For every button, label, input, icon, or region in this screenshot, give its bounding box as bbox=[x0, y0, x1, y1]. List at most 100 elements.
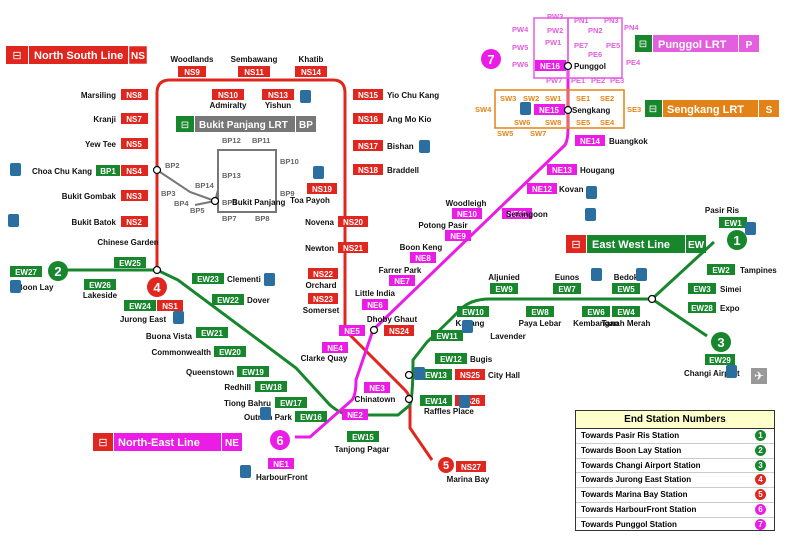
svg-text:SE5: SE5 bbox=[576, 118, 590, 127]
terminal-2: 2 bbox=[48, 261, 68, 281]
svg-text:Hougang: Hougang bbox=[580, 166, 615, 175]
bus-icon bbox=[264, 273, 275, 286]
svg-text:Buangkok: Buangkok bbox=[609, 137, 648, 146]
svg-text:NS17: NS17 bbox=[358, 142, 379, 151]
svg-text:Ang Mo Kio: Ang Mo Kio bbox=[387, 115, 432, 124]
bp-codes: BP2 BP3 BP4 BP5 BP6 BP7 BP8 BP9 BP10 BP1… bbox=[161, 136, 299, 223]
svg-text:NE8: NE8 bbox=[415, 254, 431, 263]
svg-text:Paya Lebar: Paya Lebar bbox=[519, 319, 562, 328]
svg-text:EW15: EW15 bbox=[352, 433, 374, 442]
bus-icon bbox=[173, 311, 184, 324]
svg-text:BP4: BP4 bbox=[174, 199, 189, 208]
svg-text:SW2: SW2 bbox=[523, 94, 539, 103]
bus-icon bbox=[636, 268, 647, 281]
sk-codes: SW1 SW2 SW3 SW4 SW5 SW6 SW7 SW8 SE1 SE2 … bbox=[475, 94, 641, 138]
svg-text:Buona Vista: Buona Vista bbox=[146, 332, 193, 341]
svg-text:Tanah Merah: Tanah Merah bbox=[602, 319, 651, 328]
svg-text:EW27: EW27 bbox=[15, 268, 37, 277]
svg-text:Novena: Novena bbox=[305, 218, 334, 227]
bp-line bbox=[156, 149, 277, 213]
bus-icon bbox=[313, 166, 324, 179]
svg-text:SW3: SW3 bbox=[500, 94, 516, 103]
svg-text:BP9: BP9 bbox=[280, 189, 295, 198]
svg-text:NE1: NE1 bbox=[273, 460, 289, 469]
svg-text:P: P bbox=[746, 40, 753, 51]
svg-text:Newton: Newton bbox=[305, 244, 334, 253]
svg-text:Marina Bay: Marina Bay bbox=[447, 475, 490, 484]
svg-text:Potong Pasir: Potong Pasir bbox=[418, 221, 467, 230]
svg-text:PE6: PE6 bbox=[588, 50, 602, 59]
svg-text:Bishan: Bishan bbox=[387, 142, 414, 151]
punggol-east-loop bbox=[567, 17, 623, 79]
legend-badge: 7 bbox=[755, 518, 766, 530]
svg-text:EW28: EW28 bbox=[691, 304, 713, 313]
svg-text:Sengkang LRT: Sengkang LRT bbox=[667, 104, 744, 116]
train-icon: ⊟ bbox=[98, 437, 107, 449]
svg-text:Bedok: Bedok bbox=[614, 273, 639, 282]
svg-text:NS5: NS5 bbox=[126, 140, 142, 149]
svg-text:Eunos: Eunos bbox=[555, 273, 580, 282]
svg-text:EW12: EW12 bbox=[440, 355, 462, 364]
svg-text:6: 6 bbox=[276, 433, 283, 448]
svg-text:NE5: NE5 bbox=[344, 327, 360, 336]
bp-title: ⊟ Bukit Panjang LRT BP bbox=[176, 116, 316, 132]
svg-text:PE5: PE5 bbox=[606, 41, 620, 50]
svg-text:NS1: NS1 bbox=[162, 302, 178, 311]
svg-text:PW1: PW1 bbox=[545, 38, 561, 47]
svg-text:Clarke Quay: Clarke Quay bbox=[301, 354, 348, 363]
svg-text:Bukit Panjang LRT: Bukit Panjang LRT bbox=[199, 120, 288, 131]
svg-text:SE2: SE2 bbox=[600, 94, 614, 103]
legend-badge: 3 bbox=[755, 459, 766, 471]
svg-text:Woodlands: Woodlands bbox=[171, 55, 215, 64]
svg-text:Somerset: Somerset bbox=[303, 306, 340, 315]
svg-text:EW26: EW26 bbox=[89, 281, 111, 290]
svg-text:Yishun: Yishun bbox=[265, 101, 291, 110]
svg-text:Tampines: Tampines bbox=[740, 266, 777, 275]
svg-text:EW20: EW20 bbox=[219, 348, 241, 357]
svg-text:North-East Line: North-East Line bbox=[118, 437, 200, 449]
svg-text:Woodleigh: Woodleigh bbox=[446, 199, 487, 208]
svg-text:Chinatown: Chinatown bbox=[355, 395, 396, 404]
bus-icon bbox=[520, 102, 531, 115]
svg-text:NS22: NS22 bbox=[313, 270, 334, 279]
svg-text:EW7: EW7 bbox=[558, 285, 576, 294]
svg-text:SW7: SW7 bbox=[530, 129, 546, 138]
terminal-7: 7 bbox=[481, 49, 501, 69]
svg-text:NE: NE bbox=[225, 438, 239, 449]
svg-text:Farrer Park: Farrer Park bbox=[379, 266, 422, 275]
pg-title: ⊟ Punggol LRT P bbox=[635, 35, 759, 52]
svg-text:Queenstown: Queenstown bbox=[186, 368, 234, 377]
bus-icon bbox=[10, 280, 21, 293]
svg-text:1: 1 bbox=[733, 233, 740, 248]
svg-text:PW6: PW6 bbox=[512, 60, 528, 69]
svg-text:NS8: NS8 bbox=[126, 91, 142, 100]
svg-text:BP5: BP5 bbox=[190, 206, 205, 215]
legend-badge: 1 bbox=[755, 430, 766, 441]
svg-text:EW23: EW23 bbox=[197, 275, 219, 284]
svg-text:Dover: Dover bbox=[247, 296, 270, 305]
svg-text:PE4: PE4 bbox=[626, 58, 641, 67]
svg-text:BP8: BP8 bbox=[255, 214, 270, 223]
svg-text:✈: ✈ bbox=[754, 369, 764, 383]
svg-text:Redhill: Redhill bbox=[224, 383, 251, 392]
svg-text:EW24: EW24 bbox=[129, 302, 151, 311]
legend-badge: 2 bbox=[755, 444, 766, 456]
svg-text:Pasir Ris: Pasir Ris bbox=[705, 206, 740, 215]
svg-text:PW5: PW5 bbox=[512, 43, 528, 52]
svg-text:Commonwealth: Commonwealth bbox=[151, 348, 211, 357]
svg-text:Serangoon: Serangoon bbox=[506, 210, 548, 219]
terminal-4: 4 bbox=[147, 277, 167, 297]
svg-text:NE7: NE7 bbox=[394, 277, 410, 286]
svg-text:Bukit Panjang: Bukit Panjang bbox=[232, 198, 285, 207]
svg-text:EW2: EW2 bbox=[712, 266, 730, 275]
svg-text:7: 7 bbox=[487, 52, 494, 67]
svg-text:Kembangan: Kembangan bbox=[573, 319, 619, 328]
svg-text:Tanjong Pagar: Tanjong Pagar bbox=[335, 445, 390, 454]
svg-text:PE1: PE1 bbox=[571, 76, 585, 85]
svg-text:EW13: EW13 bbox=[425, 371, 447, 380]
svg-text:SE4: SE4 bbox=[600, 118, 615, 127]
